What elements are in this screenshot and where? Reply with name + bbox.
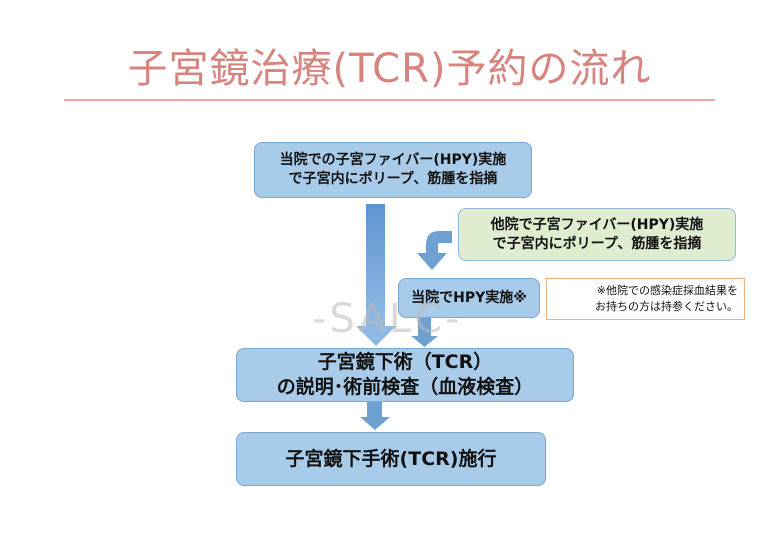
main-arrow-shaft (366, 204, 385, 326)
step3-arrow-shaft (367, 402, 382, 417)
step3-line-2: の説明･術前検査（血液検査） (276, 376, 534, 398)
step2-label: 当院でHPY実施※ (411, 289, 527, 306)
step2-box: 当院でHPY実施※ (398, 278, 540, 318)
note-line-1: ※他院での感染症採血結果を (596, 284, 738, 297)
step3-line-1: 子宮鏡下術（TCR） (317, 351, 493, 373)
step1-line-1: 当院での子宮ファイバー(HPY)実施 (279, 152, 507, 168)
title-underline (64, 99, 715, 101)
step1-line-2: で子宮内にポリープ、筋腫を指摘 (288, 171, 498, 187)
main-arrow-head (356, 326, 396, 346)
step3-arrow-head (360, 417, 390, 430)
step2-arrow-shaft (418, 318, 431, 336)
step3-box: 子宮鏡下術（TCR） の説明･術前検査（血液検査） (236, 348, 574, 402)
note-box: ※他院での感染症採血結果を お持ちの方は持参ください。 (546, 278, 745, 320)
step4-label: 子宮鏡下手術(TCR)施行 (285, 447, 497, 470)
step1-alt-line-2: で子宮内にポリープ、筋腫を指摘 (492, 235, 702, 252)
step1-alt-box: 他院で子宮ファイバー(HPY)実施 で子宮内にポリープ、筋腫を指摘 (458, 208, 736, 261)
curved-arrow (417, 231, 452, 270)
note-line-2: お持ちの方は持参ください。 (595, 300, 738, 313)
step2-arrow-head (411, 336, 438, 347)
step1-box: 当院での子宮ファイバー(HPY)実施 で子宮内にポリープ、筋腫を指摘 (254, 142, 532, 198)
step4-box: 子宮鏡下手術(TCR)施行 (236, 432, 546, 486)
page-title: 子宮鏡治療(TCR)予約の流れ (127, 46, 652, 92)
step1-alt-line-1: 他院で子宮ファイバー(HPY)実施 (490, 216, 704, 233)
